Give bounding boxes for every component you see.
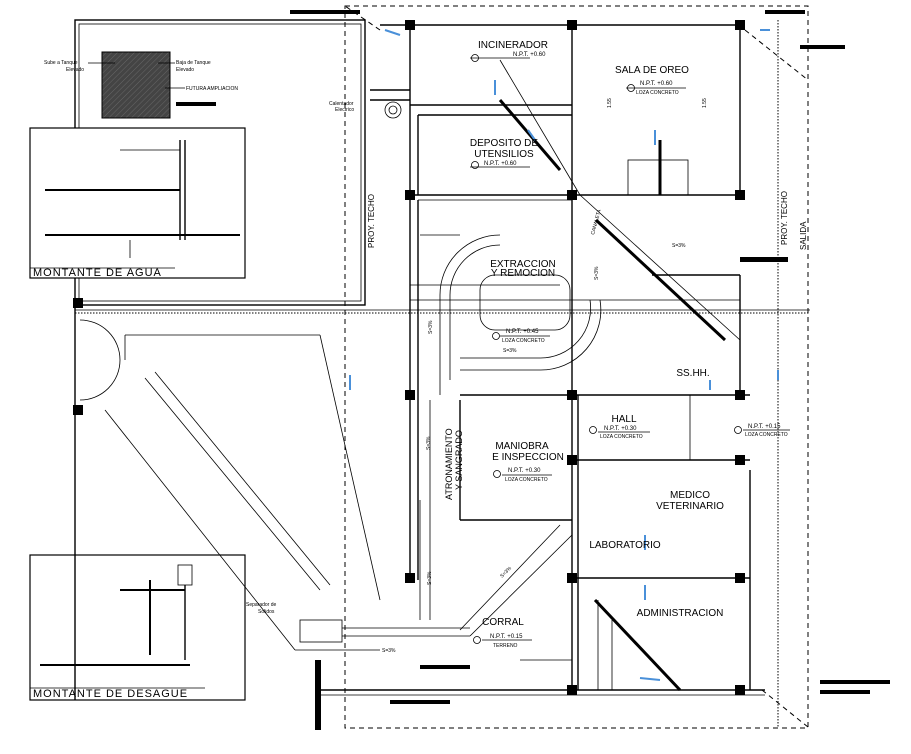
room-hall: HALL: [611, 414, 636, 425]
finish-maniobra: LOZA CONCRETO: [505, 477, 548, 483]
slope-8: S=3%: [499, 565, 513, 579]
label-canaleta: CANALETA: [590, 208, 603, 235]
slope-5: S=3%: [426, 436, 432, 450]
level-corral: N.P.T. +0.15: [490, 634, 523, 640]
level-exterior: N.P.T. +0.15: [748, 424, 781, 430]
slope-4: S=3%: [428, 320, 434, 334]
room-maniobra-line2: E INSPECCION: [492, 452, 564, 463]
note-separador: Separador de: [246, 602, 277, 608]
solids-separator: [299, 619, 343, 643]
label-proy-techo-left: PROY. TECHO: [367, 194, 376, 248]
note-calentador-2: Electrico: [335, 107, 354, 113]
level-extraccion: N.P.T. +0.45: [506, 329, 539, 335]
note-calentador: Calentador: [329, 101, 354, 107]
room-maniobra: MANIOBRA: [495, 441, 549, 452]
room-medico: MEDICO: [670, 490, 710, 501]
columns: [73, 20, 788, 695]
room-corral: CORRAL: [482, 617, 524, 628]
label-atronamiento: ATRONAMIENTO: [444, 428, 454, 500]
note-futura-ampliacion: FUTURA AMPLIACION: [186, 86, 238, 92]
room-sshh: SS.HH.: [676, 368, 709, 379]
room-deposito-line2: UTENSILIOS: [474, 149, 534, 160]
room-sala-oreo: SALA DE OREO: [615, 65, 689, 76]
slope-3: S=3%: [382, 648, 396, 654]
slope-1: S=3%: [503, 348, 517, 354]
slope-6: S=3%: [427, 571, 433, 585]
dim-left: 1.55: [607, 98, 613, 108]
note-separador-2: Solidos: [258, 609, 275, 615]
water-heater: [384, 101, 402, 119]
note-sube-tanque-2: Elevado: [66, 67, 84, 73]
room-laboratorio: LABORATORIO: [589, 540, 661, 551]
level-sala-oreo: N.P.T. +0.60: [640, 81, 673, 87]
level-deposito: N.P.T. +0.60: [484, 161, 517, 167]
room-incinerador: INCINERADOR: [478, 40, 548, 51]
annotations: Sube a Tanque Elevado Baja de Tanque Ele…: [44, 10, 890, 704]
slope-7: S=3%: [594, 266, 600, 280]
finish-corral: TERRENO: [493, 643, 518, 649]
water-pipes: [349, 29, 779, 681]
note-baja-tanque: Baja de Tanque: [176, 60, 211, 66]
detail-title-desague: MONTANTE DE DESAGUE: [33, 688, 188, 700]
slope-2: S=3%: [672, 243, 686, 249]
label-sangrado: Y SANGRADO: [454, 430, 464, 490]
label-proy-techo-right: PROY. TECHO: [780, 191, 789, 245]
finish-hall: LOZA CONCRETO: [600, 434, 643, 440]
building-walls: [320, 24, 765, 696]
roof-projection: [344, 5, 809, 729]
note-sube-tanque: Sube a Tanque: [44, 60, 78, 66]
detail-montante-desague: MONTANTE DE DESAGUE: [29, 554, 246, 701]
room-labels: INCINERADOR N.P.T. +0.60 SALA DE OREO N.…: [470, 40, 788, 649]
elevated-tank: [101, 51, 171, 119]
level-markers: [470, 54, 790, 644]
dim-right: 1.55: [702, 98, 708, 108]
finish-exterior: LOZA CONCRETO: [745, 432, 788, 438]
label-salida: SALIDA: [799, 221, 808, 250]
room-extraccion-line2: Y REMOCION: [491, 268, 555, 279]
vertical-labels: PROY. TECHO PROY. TECHO SALIDA ATRONAMIE…: [367, 98, 808, 500]
room-administracion: ADMINISTRACION: [637, 608, 724, 619]
level-incinerador: N.P.T. +0.60: [513, 52, 546, 58]
room-medico-line2: VETERINARIO: [656, 501, 724, 512]
finish-extraccion: LOZA CONCRETO: [502, 338, 545, 344]
room-deposito: DEPOSITO DE: [470, 138, 538, 149]
detail-title-agua: MONTANTE DE AGUA: [33, 267, 162, 279]
room-extraccion: EXTRACCION: [490, 259, 556, 270]
detail-montante-agua: MONTANTE DE AGUA: [29, 127, 246, 279]
level-maniobra: N.P.T. +0.30: [508, 468, 541, 474]
access-path: [74, 305, 470, 730]
level-hall: N.P.T. +0.30: [604, 426, 637, 432]
finish-sala-oreo: LOZA CONCRETO: [636, 90, 679, 96]
note-baja-tanque-2: Elevado: [176, 67, 194, 73]
